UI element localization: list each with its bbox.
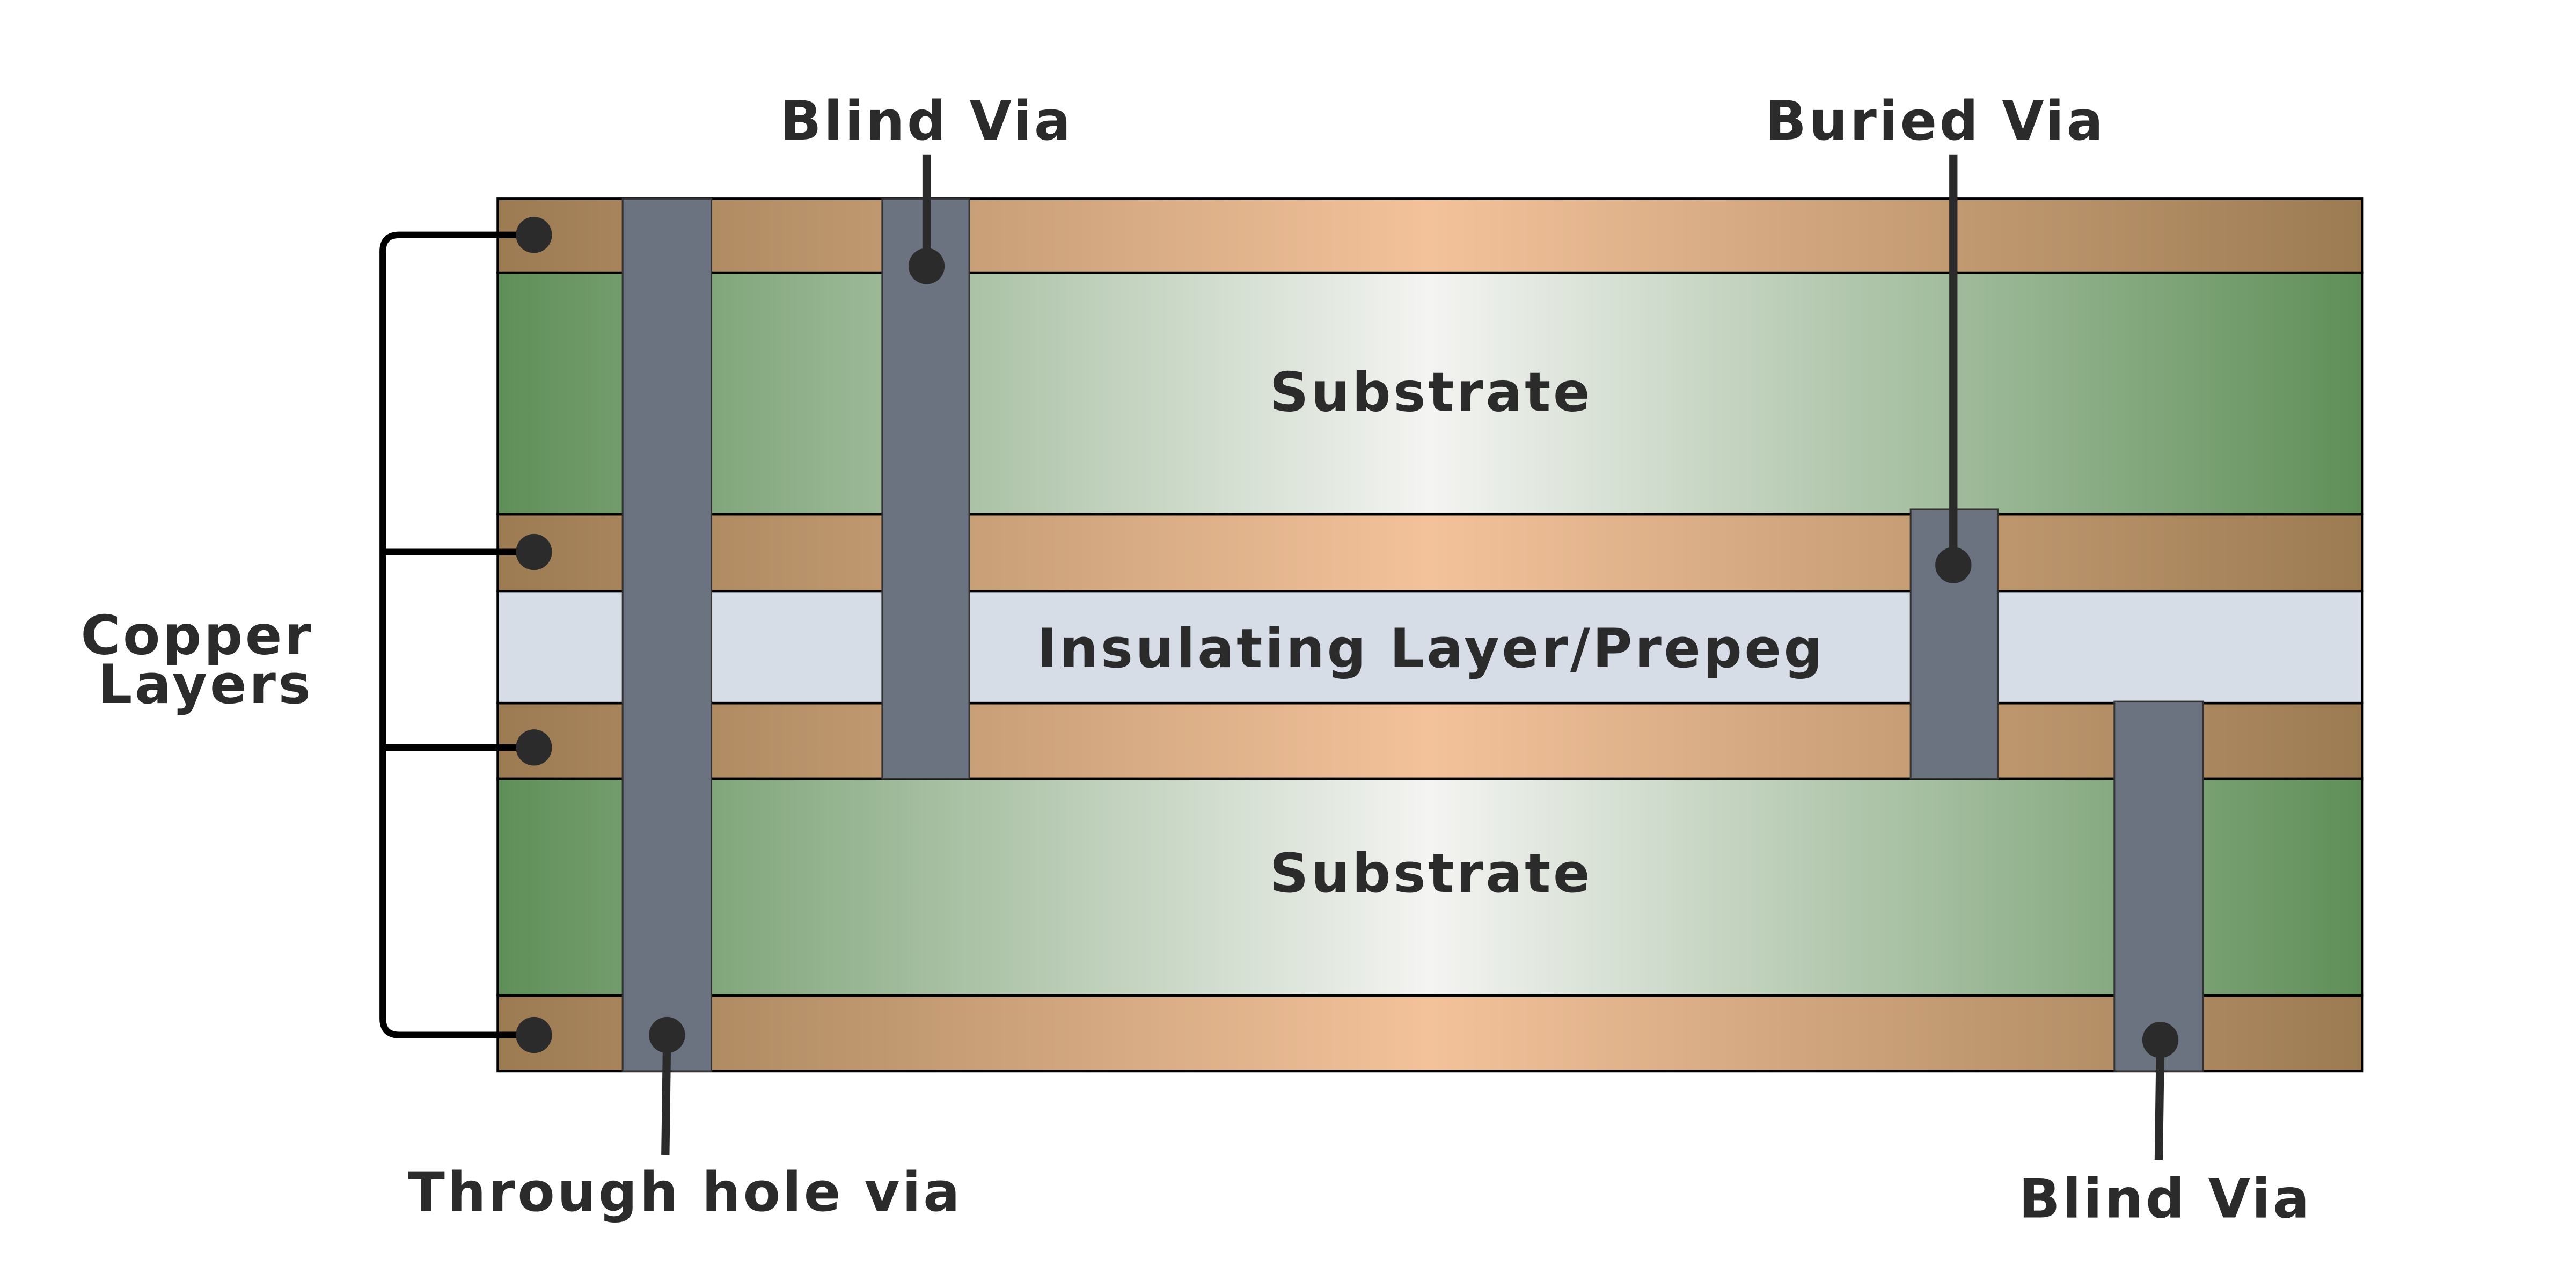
- blind-via-top: [881, 197, 970, 780]
- insulating-label: Insulating Layer/Prepeg: [1037, 617, 1825, 680]
- through-hole-via-leader: [661, 1035, 671, 1155]
- blind-via-bottom-marker: [2142, 1022, 2179, 1058]
- through-hole-via-marker: [649, 1016, 685, 1053]
- substrate-layer-top: [496, 271, 2364, 516]
- copper-marker-4: [516, 1016, 552, 1053]
- copper-layers-label-line2: Layers: [98, 653, 313, 716]
- through-hole-via-label: Through hole via: [408, 1160, 962, 1224]
- copper-marker-1: [516, 217, 552, 253]
- substrate-layer-bottom: [496, 777, 2364, 997]
- copper-layer-1: [496, 197, 2364, 274]
- copper-marker-2: [516, 533, 552, 570]
- blind-via-bottom: [2113, 700, 2204, 1072]
- buried-via-marker: [1935, 547, 1972, 583]
- copper-layer-2: [496, 513, 2364, 593]
- substrate-top-label: Substrate: [1270, 360, 1592, 423]
- copper-marker-3: [516, 729, 552, 766]
- copper-layers-label-line1: Copper: [80, 603, 313, 667]
- through-hole-via: [621, 197, 713, 1072]
- blind-via-bottom-leader: [2154, 1040, 2165, 1160]
- copper-layer-3: [496, 701, 2364, 780]
- blind-via-bottom-label: Blind Via: [2019, 1167, 2312, 1230]
- copper-layers-bracket: [379, 231, 534, 1038]
- copper-layer-4: [496, 994, 2364, 1073]
- insulating-layer: [496, 590, 2364, 705]
- blind-via-top-marker: [908, 248, 945, 284]
- buried-via-label: Buried Via: [1765, 89, 2105, 152]
- substrate-bottom-label: Substrate: [1270, 841, 1592, 905]
- blind-via-top-label: Blind Via: [780, 89, 1073, 152]
